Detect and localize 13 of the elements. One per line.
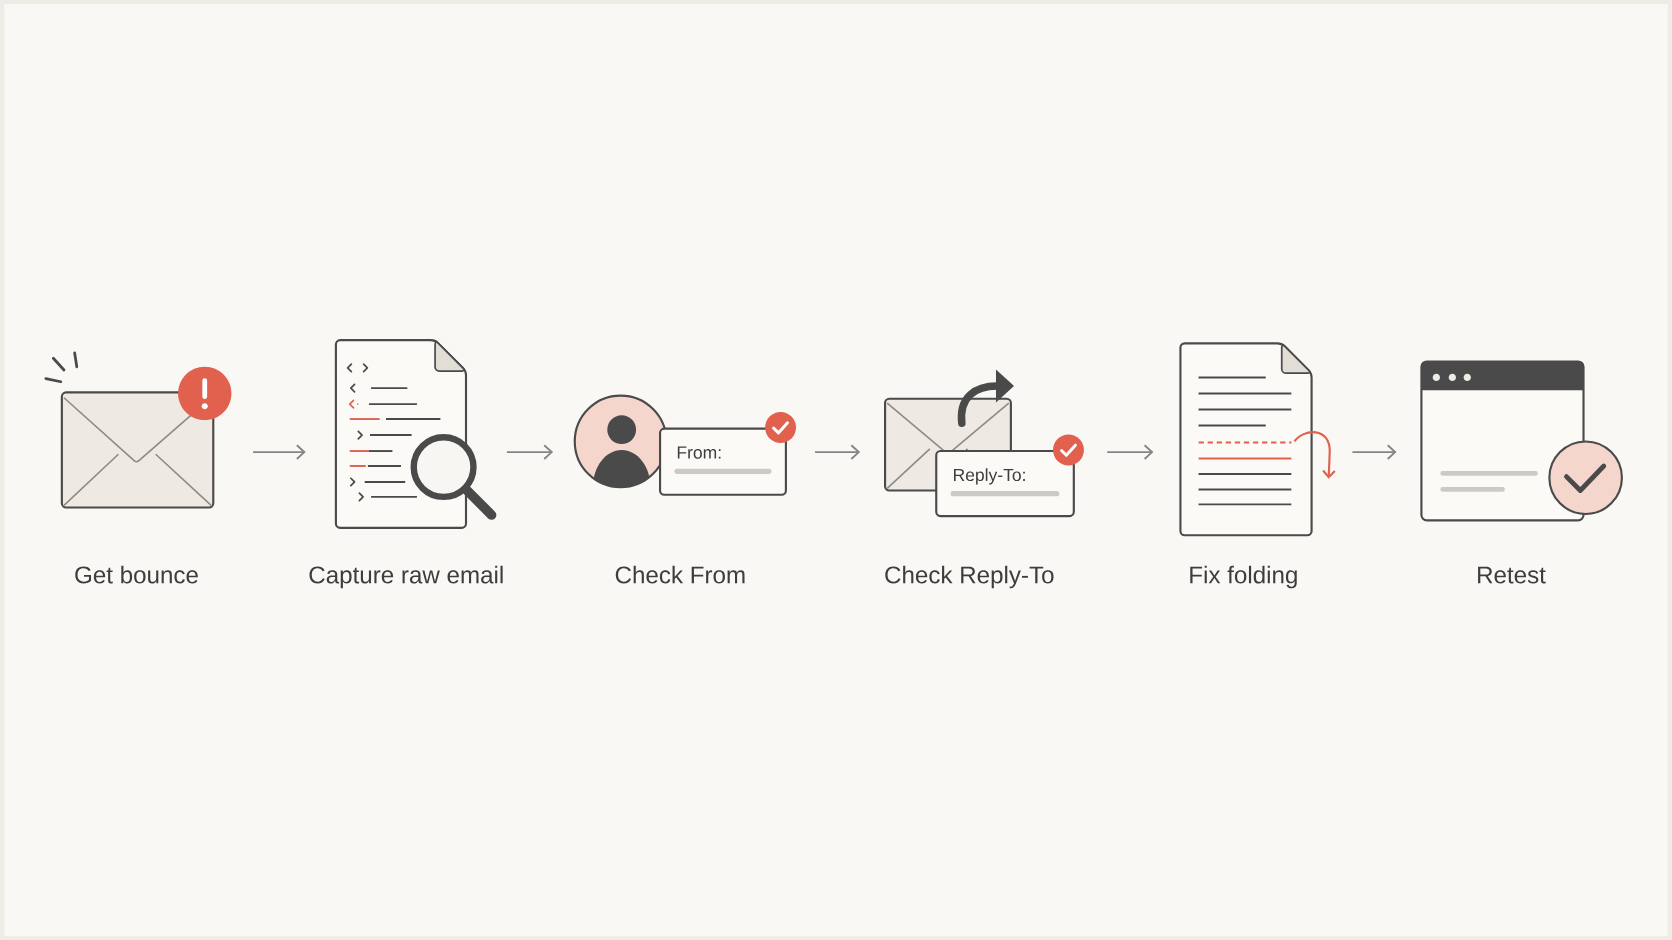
field-card: Reply-To: xyxy=(935,449,1075,517)
step-caption: Check From xyxy=(615,565,745,584)
arrow xyxy=(814,444,861,460)
arrow xyxy=(1351,444,1397,460)
field-card: From: xyxy=(659,427,787,496)
step-caption: Check Reply-To xyxy=(885,565,1054,589)
step-caption: Fix folding xyxy=(1190,565,1297,589)
arrow xyxy=(1106,444,1154,460)
step-caption: Retest xyxy=(1478,566,1546,584)
step-caption: Capture raw email xyxy=(309,565,503,589)
step-caption: Get bounce xyxy=(75,565,198,584)
arrow xyxy=(505,444,554,460)
arrow xyxy=(252,444,306,460)
